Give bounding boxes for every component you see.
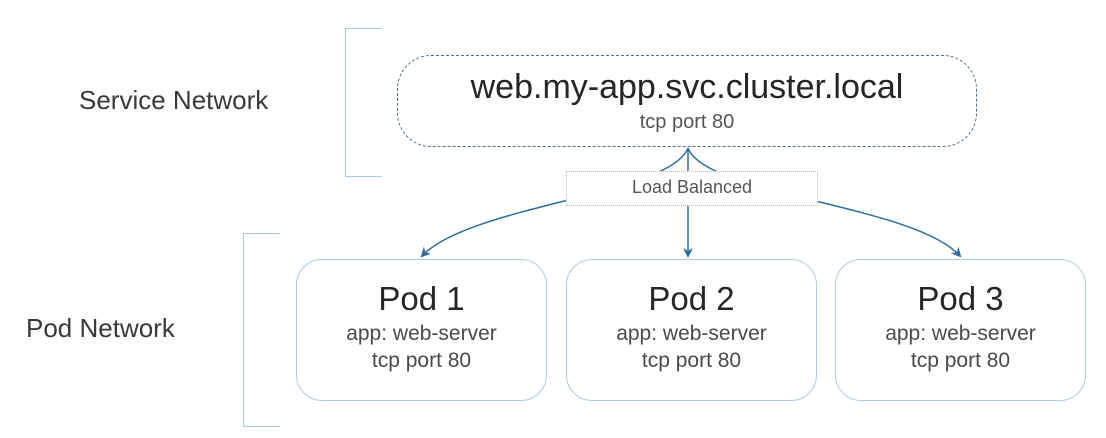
- service-network-bracket: [345, 28, 382, 177]
- service-box: web.my-app.svc.cluster.local tcp port 80: [397, 55, 977, 147]
- pod-port: tcp port 80: [641, 349, 742, 372]
- pod-name: Pod 3: [917, 280, 1004, 317]
- pod-box-1: Pod 1 app: web-server tcp port 80: [296, 259, 547, 401]
- pod-network-bracket: [243, 233, 280, 427]
- service-network-label: Service Network: [79, 85, 269, 115]
- pod-port: tcp port 80: [910, 349, 1011, 372]
- pod-app-label: app: web-server: [616, 322, 767, 345]
- pod-box-2: Pod 2 app: web-server tcp port 80: [566, 259, 817, 401]
- pod-app-label: app: web-server: [885, 322, 1036, 345]
- service-port: tcp port 80: [639, 111, 735, 133]
- pod-network-label: Pod Network: [26, 313, 175, 343]
- load-balanced-label: Load Balanced: [631, 177, 753, 197]
- service-name: web.my-app.svc.cluster.local: [470, 68, 904, 106]
- pod-box-3: Pod 3 app: web-server tcp port 80: [835, 259, 1086, 401]
- pod-app-label: app: web-server: [346, 322, 497, 345]
- pod-name: Pod 2: [648, 280, 735, 317]
- load-balanced-box: Load Balanced: [566, 171, 818, 206]
- pod-name: Pod 1: [378, 280, 465, 317]
- pod-port: tcp port 80: [371, 349, 472, 372]
